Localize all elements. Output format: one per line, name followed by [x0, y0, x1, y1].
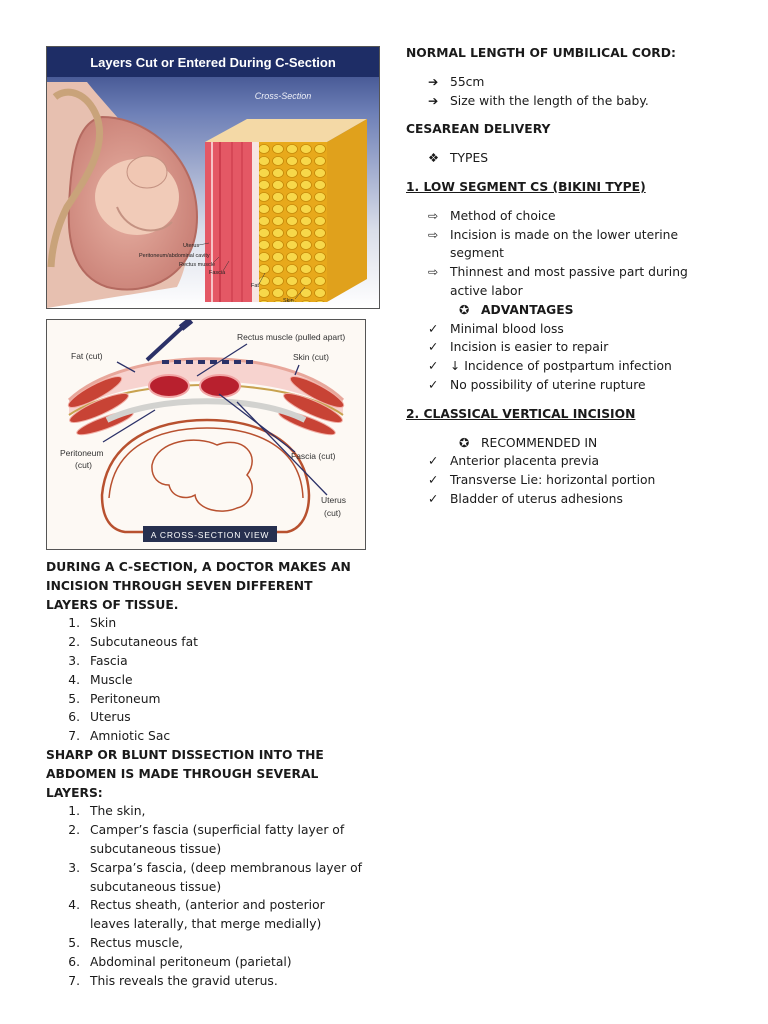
list-item: ✓Bladder of uterus adhesions — [406, 490, 726, 509]
recommended-label: RECOMMENDED IN — [481, 435, 598, 450]
recommended-list: ✓Anterior placenta previa ✓Transverse Li… — [406, 452, 726, 508]
list-item: ✓↓ Incidence of postpartum infection — [406, 357, 726, 376]
list-item: ➔Size with the length of the baby. — [406, 92, 726, 111]
low-segment-heading: 1. LOW SEGMENT CS (BIKINI TYPE) — [406, 179, 646, 194]
check-icon: ✓ — [428, 321, 439, 336]
figure1-title: Layers Cut or Entered During C-Section — [90, 55, 336, 70]
low-segment-list: ⇨Method of choice ⇨Incision is made on t… — [406, 207, 726, 301]
advantages-list: ✓Minimal blood loss ✓Incision is easier … — [406, 320, 726, 395]
fig2-uterus-label: Uterus — [321, 495, 346, 505]
types-list: ❖TYPES — [406, 149, 726, 168]
cord-heading: NORMAL LENGTH OF UMBILICAL CORD: — [406, 46, 676, 60]
advantages-label-row: ✪ ADVANTAGES — [406, 301, 726, 320]
list-item: ⇨Method of choice — [406, 207, 726, 226]
list-item: 6.Abdominal peritoneum (parietal) — [68, 954, 292, 969]
check-icon: ✓ — [428, 340, 439, 355]
list-item: 2.Subcutaneous fat — [68, 635, 198, 650]
fig1-label-peritoneum: Peritoneum/abdominal cavity — [139, 253, 210, 259]
cord-list: ➔55cm ➔Size with the length of the baby. — [406, 73, 726, 111]
seven-layers-list: 1.Skin 2.Subcutaneous fat 3.Fascia 4.Mus… — [46, 614, 366, 746]
layers-heading: DURING A C-SECTION, A DOCTOR MAKES AN IN… — [46, 560, 351, 612]
fig2-peritoneum-label: Peritoneum — [60, 448, 103, 458]
fig2-uterus-sub: (cut) — [324, 508, 341, 518]
fig1-label-fat: Fat — [251, 283, 259, 289]
star-circle-icon: ✪ — [459, 302, 470, 317]
recommended-label-row: ✪ RECOMMENDED IN — [406, 434, 726, 453]
fig2-fascia-label: Fascia (cut) — [291, 451, 336, 461]
fig1-label-uterus: Uterus — [183, 243, 199, 249]
list-item: 1.Skin — [68, 616, 117, 631]
list-item: 5.Rectus muscle, — [68, 935, 184, 950]
fig2-skin-label: Skin (cut) — [293, 352, 329, 362]
check-icon: ✓ — [428, 454, 439, 469]
fig1-label-rectus: Rectus muscle — [179, 262, 215, 268]
list-item: ✓Minimal blood loss — [406, 320, 726, 339]
list-item: ⇨Thinnest and most passive part during a… — [406, 263, 726, 301]
check-icon: ✓ — [428, 359, 439, 374]
fig2-fat-label: Fat (cut) — [71, 351, 103, 361]
figure-cross-section-view: A CROSS-SECTION VIEW Rectus muscle (pull… — [46, 319, 366, 550]
right-column: NORMAL LENGTH OF UMBILICAL CORD: ➔55cm ➔… — [406, 44, 726, 509]
list-item: ⇨Incision is made on the lower uterine s… — [406, 226, 726, 264]
list-item: ✓No possibility of uterine rupture — [406, 376, 726, 395]
figure-c-section-layers: Layers Cut or Entered During C-Section C… — [46, 46, 380, 309]
outline-arrow-icon: ⇨ — [428, 227, 439, 242]
fig2-peritoneum-sub: (cut) — [75, 460, 92, 470]
list-item: ✓Transverse Lie: horizontal portion — [406, 471, 726, 490]
list-item: 5.Peritoneum — [68, 691, 161, 706]
fig2-rectus-label: Rectus muscle (pulled apart) — [237, 332, 345, 342]
list-item: ➔55cm — [406, 73, 726, 92]
outline-arrow-icon: ⇨ — [428, 265, 439, 280]
list-item: 2.Camper’s fascia (superficial fatty lay… — [68, 823, 345, 856]
cesarean-heading: CESAREAN DELIVERY — [406, 122, 551, 137]
classical-heading: 2. CLASSICAL VERTICAL INCISION — [406, 406, 636, 421]
dissection-list: 1.The skin, 2.Camper’s fascia (superfici… — [46, 802, 366, 990]
check-icon: ✓ — [428, 473, 439, 488]
check-icon: ✓ — [428, 491, 439, 506]
fig1-label-skin: Skin — [283, 298, 294, 304]
list-item: ✓Anterior placenta previa — [406, 452, 726, 471]
list-item: 4.Muscle — [68, 672, 133, 687]
list-item: ✓Incision is easier to repair — [406, 338, 726, 357]
fig1-label-fascia: Fascia — [209, 270, 226, 276]
list-item: 7.Amniotic Sac — [68, 729, 171, 744]
list-item: 3.Fascia — [68, 653, 128, 668]
list-item: ❖TYPES — [406, 149, 726, 168]
outline-arrow-icon: ⇨ — [428, 208, 439, 223]
arrow-icon: ➔ — [428, 74, 439, 89]
star-circle-icon: ✪ — [459, 435, 470, 450]
check-icon: ✓ — [428, 377, 439, 392]
list-item: 6.Uterus — [68, 710, 131, 725]
diamond-bullet-icon: ❖ — [428, 151, 440, 166]
left-column: DURING A C-SECTION, A DOCTOR MAKES AN IN… — [46, 558, 366, 990]
list-item: 1.The skin, — [68, 804, 146, 819]
fig2-banner: A CROSS-SECTION VIEW — [151, 530, 270, 540]
list-item: 4.Rectus sheath, (anterior and posterior… — [68, 898, 325, 932]
list-item: 7.This reveals the gravid uterus. — [68, 973, 278, 988]
dissection-heading: SHARP OR BLUNT DISSECTION INTO THE ABDOM… — [46, 747, 324, 800]
list-item: 3.Scarpa’s fascia, (deep membranous laye… — [68, 860, 362, 894]
arrow-icon: ➔ — [428, 93, 439, 108]
cross-section-label: Cross-Section — [255, 91, 312, 101]
advantages-label: ADVANTAGES — [481, 302, 574, 317]
